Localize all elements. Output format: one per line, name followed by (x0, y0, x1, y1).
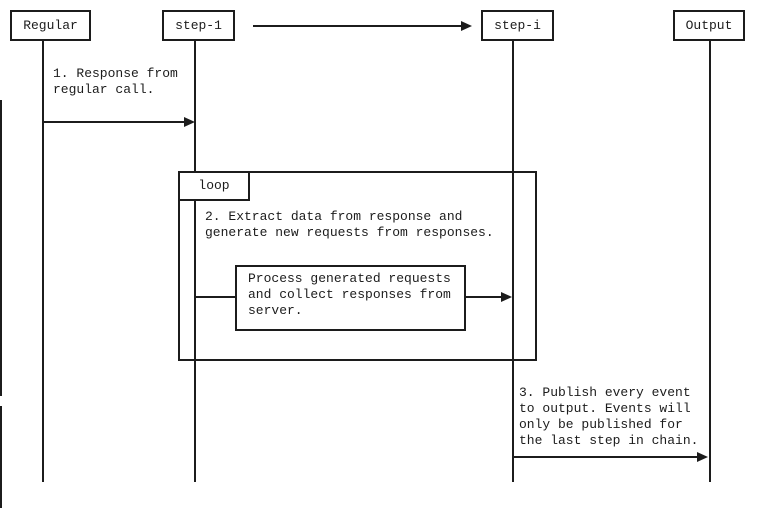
arrow-stepi-to-output-line (513, 456, 699, 458)
process-box-line-1: Process generated requests (248, 271, 451, 286)
arrow-head-icon (501, 292, 512, 302)
arrow-process-to-stepi-line (466, 296, 502, 298)
lifeline-output (709, 41, 711, 482)
message-3-line-3: only be published for (519, 417, 683, 432)
message-1: 1. Response from regular call. (53, 66, 178, 98)
actor-box-output: Output (673, 10, 745, 41)
process-box-line-2: and collect responses from (248, 287, 451, 302)
actor-label-step-1: step-1 (175, 17, 222, 33)
actor-label-regular: Regular (23, 17, 78, 33)
actor-label-output: Output (685, 17, 733, 33)
loop-frame (178, 171, 537, 361)
message-3-line-2: to output. Events will (519, 401, 691, 416)
arrow-step1-to-stepi-line (253, 25, 462, 27)
message-1-line-2: regular call. (53, 82, 155, 97)
loop-label-box: loop (178, 171, 250, 201)
arrow-head-icon (697, 452, 708, 462)
message-2-line-2: generate new requests from responses. (205, 225, 494, 240)
connector-step1-to-process-box (196, 296, 235, 298)
loop-label: loop (198, 178, 230, 193)
process-box: Process generated requests and collect r… (235, 265, 466, 331)
message-3-line-4: the last step in chain. (519, 433, 699, 448)
message-3: 3. Publish every event to output. Events… (519, 385, 698, 449)
message-3-line-1: 3. Publish every event (519, 385, 691, 400)
left-edge-border-bottom (0, 406, 2, 508)
actor-box-step-i: step-i (481, 10, 554, 41)
arrow-head-icon (184, 117, 195, 127)
message-2-line-1: 2. Extract data from response and (205, 209, 463, 224)
message-1-line-1: 1. Response from (53, 66, 178, 81)
process-box-line-3: server. (248, 303, 303, 318)
actor-box-regular: Regular (10, 10, 91, 41)
arrow-head-icon (461, 21, 472, 31)
left-edge-border-top (0, 100, 2, 396)
actor-box-step-1: step-1 (162, 10, 235, 41)
actor-label-step-i: step-i (494, 17, 541, 33)
lifeline-step-1 (194, 41, 196, 482)
arrow-regular-to-step1-line (43, 121, 186, 123)
lifeline-step-i (512, 41, 514, 482)
message-2: 2. Extract data from response and genera… (205, 209, 494, 241)
lifeline-regular (42, 41, 44, 482)
